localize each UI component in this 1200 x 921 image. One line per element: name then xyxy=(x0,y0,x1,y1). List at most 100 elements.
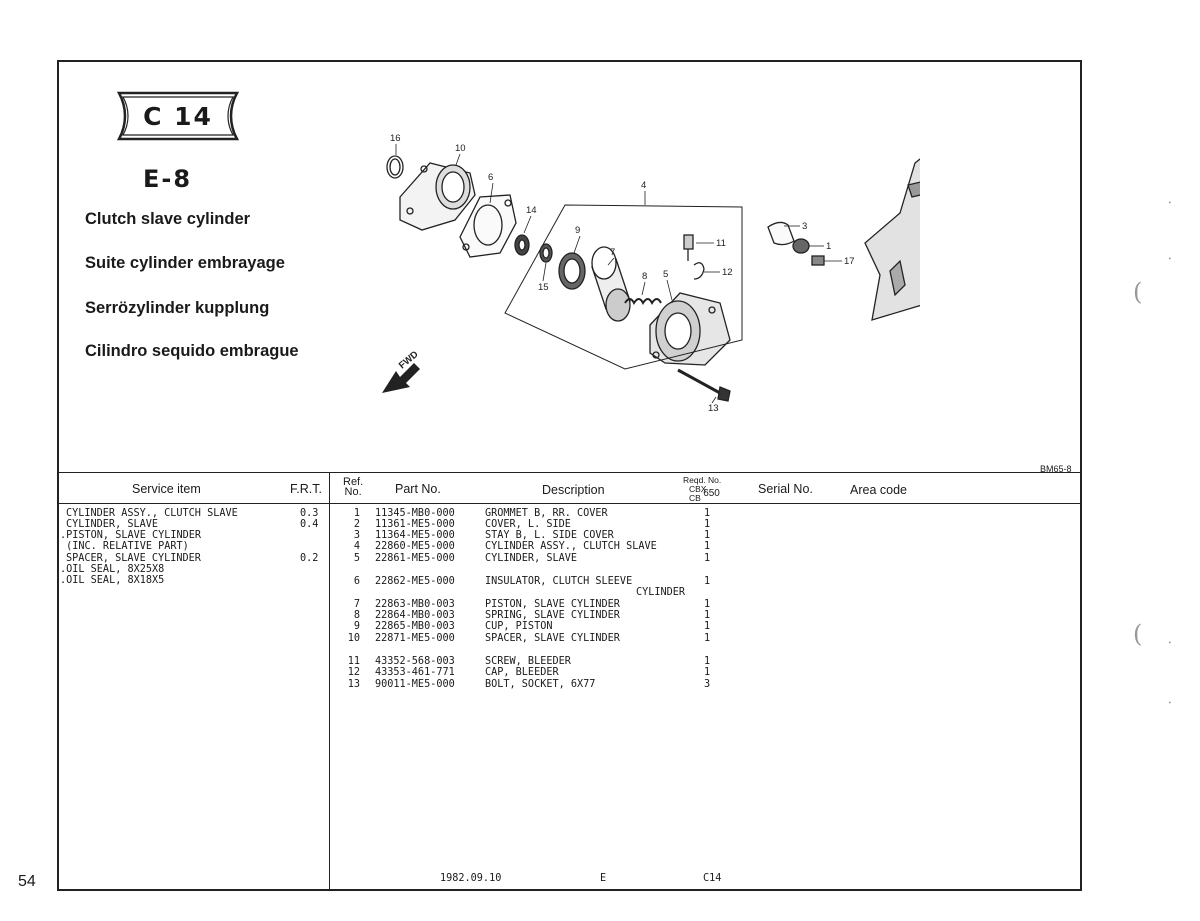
section-badge: C 14 xyxy=(113,90,243,142)
margin-dot-mark: • xyxy=(1168,200,1172,207)
callout-label: 8 xyxy=(642,271,647,282)
table-row: CYLINDER, SLAVE xyxy=(66,519,159,530)
model-code: E-8 xyxy=(143,165,193,193)
grommet-part xyxy=(792,238,810,254)
table-row: .PISTON, SLAVE CYLINDER xyxy=(60,530,202,541)
table-cell-part-no: 11364-ME5-000 xyxy=(375,530,455,541)
slave-cylinder-part xyxy=(649,292,731,366)
frt-header: F.R.T. xyxy=(290,482,322,496)
bleeder-screw-part xyxy=(683,234,694,261)
reqd-no-header-line1: Reqd. No. xyxy=(683,475,722,485)
part-no-header: Part No. xyxy=(395,482,441,496)
table-cell-description: CAP, BLEEDER xyxy=(485,667,559,678)
table-row: CYLINDER ASSY., CLUTCH SLAVE xyxy=(66,508,238,519)
ref-no-header: Ref. No. xyxy=(343,476,364,498)
assembly-bracket xyxy=(504,204,743,370)
table-cell-description: INSULATOR, CLUTCH SLEEVE xyxy=(485,576,633,587)
table-cell-description: STAY B, L. SIDE COVER xyxy=(485,530,614,541)
table-cell-ref: 9 xyxy=(353,621,360,632)
callout-label: 4 xyxy=(641,180,646,191)
table-cell-description: CUP, PISTON xyxy=(485,621,553,632)
table-divider xyxy=(329,472,330,891)
table-cell-ref: 7 xyxy=(353,599,360,610)
callout-label: 13 xyxy=(708,403,719,414)
table-cell-description: SPACER, SLAVE CYLINDER xyxy=(485,633,620,644)
table-row: .OIL SEAL, 8X18X5 xyxy=(60,575,165,586)
table-cell-ref: 1 xyxy=(353,508,360,519)
reqd-no-header-650: 650 xyxy=(703,488,720,499)
ref-no-header-line1: Ref. xyxy=(343,476,364,488)
table-cell-part-no: 22863-MB0-003 xyxy=(375,599,455,610)
table-cell-frt: 0.3 xyxy=(300,508,319,519)
reqd-no-header-cb: CB xyxy=(689,493,701,503)
callout-label: 17 xyxy=(844,256,855,267)
table-cell-part-no: 22862-ME5-000 xyxy=(375,576,455,587)
callout-label: 7 xyxy=(610,247,615,258)
table-cell-ref: 13 xyxy=(347,679,360,690)
table-cell-qty: 1 xyxy=(704,541,711,552)
callout-label: 5 xyxy=(663,269,668,280)
description-header: Description xyxy=(542,483,605,497)
footer-section: C14 xyxy=(703,873,722,884)
callout-label: 1 xyxy=(826,241,831,252)
table-cell-frt: 0.4 xyxy=(300,519,319,530)
cup-part xyxy=(558,252,586,290)
margin-dot-mark: • xyxy=(1168,640,1172,647)
callout-labels: 16 10 6 14 9 7 15 8 5 4 11 12 13 2 3 1 1… xyxy=(390,133,855,414)
title-english: Clutch slave cylinder xyxy=(85,210,251,228)
table-cell-part-no: 22861-ME5-000 xyxy=(375,553,455,564)
piston-part xyxy=(591,246,631,322)
side-cover-part xyxy=(864,158,920,321)
table-cell-ref: 5 xyxy=(353,553,360,564)
table-cell-part-no: 90011-ME5-000 xyxy=(375,679,455,690)
table-cell-qty: 1 xyxy=(704,599,711,610)
table-cell-description: GROMMET B, RR. COVER xyxy=(485,508,608,519)
title-spanish: Cilindro sequido embrague xyxy=(85,342,299,360)
serial-no-header: Serial No. xyxy=(758,482,813,496)
exploded-parts-diagram: FWD 16 10 6 14 9 7 15 8 5 4 11 12 13 2 3… xyxy=(382,133,920,414)
table-top-rule xyxy=(57,472,1082,473)
oil-seal-part xyxy=(514,234,530,256)
table-cell-qty: 1 xyxy=(704,610,711,621)
table-header-rule xyxy=(57,503,1082,504)
table-cell-qty: 1 xyxy=(704,656,711,667)
table-cell-part-no: 43353-461-771 xyxy=(375,667,455,678)
callout-leaders xyxy=(395,144,842,404)
figure-code: BM65-8 xyxy=(1040,464,1072,474)
spring-part xyxy=(624,298,662,306)
table-row: SPACER, SLAVE CYLINDER xyxy=(66,553,201,564)
bleeder-cap-part xyxy=(693,262,705,280)
badge-outline-icon xyxy=(116,91,240,141)
callout-label: 15 xyxy=(538,282,549,293)
section-badge-text: C 14 xyxy=(143,101,213,131)
table-cell-part-no: 11345-MB0-000 xyxy=(375,508,455,519)
callout-label: 12 xyxy=(722,267,733,278)
table-cell-description: CYLINDER ASSY., CLUTCH SLAVE xyxy=(485,541,657,552)
table-cell-description: BOLT, SOCKET, 6X77 xyxy=(485,679,596,690)
table-cell-part-no: 11361-ME5-000 xyxy=(375,519,455,530)
ref-no-header-line2: No. xyxy=(344,486,362,498)
table-cell-qty: 1 xyxy=(704,633,711,644)
spacer-part xyxy=(399,162,476,231)
table-cell-ref: 12 xyxy=(347,667,360,678)
callout-label: 11 xyxy=(716,238,726,249)
margin-bracket-mark: ( xyxy=(1133,620,1143,648)
oil-seal-small-part xyxy=(539,243,553,263)
margin-bracket-mark: ( xyxy=(1133,278,1143,306)
stay-part xyxy=(767,221,795,246)
callout-label: 10 xyxy=(455,143,466,154)
title-german: Serrözylinder kupplung xyxy=(85,299,270,317)
table-cell-ref: 3 xyxy=(353,530,360,541)
table-cell-ref: 4 xyxy=(353,541,360,552)
table-cell-description: CYLINDER, SLAVE xyxy=(485,553,578,564)
margin-dot-mark: • xyxy=(1168,256,1172,263)
table-cell-description: SCREW, BLEEDER xyxy=(485,656,571,667)
table-row: (INC. RELATIVE PART) xyxy=(60,541,189,552)
table-cell-qty: 1 xyxy=(704,530,711,541)
socket-bolt-part xyxy=(677,368,731,402)
service-item-header: Service item xyxy=(132,482,201,496)
footer-date: 1982.09.10 xyxy=(440,873,502,884)
table-cell-qty: 1 xyxy=(704,553,711,564)
callout-label: 6 xyxy=(488,172,493,183)
reqd-no-header-model: CBX CB 650 xyxy=(683,485,721,503)
